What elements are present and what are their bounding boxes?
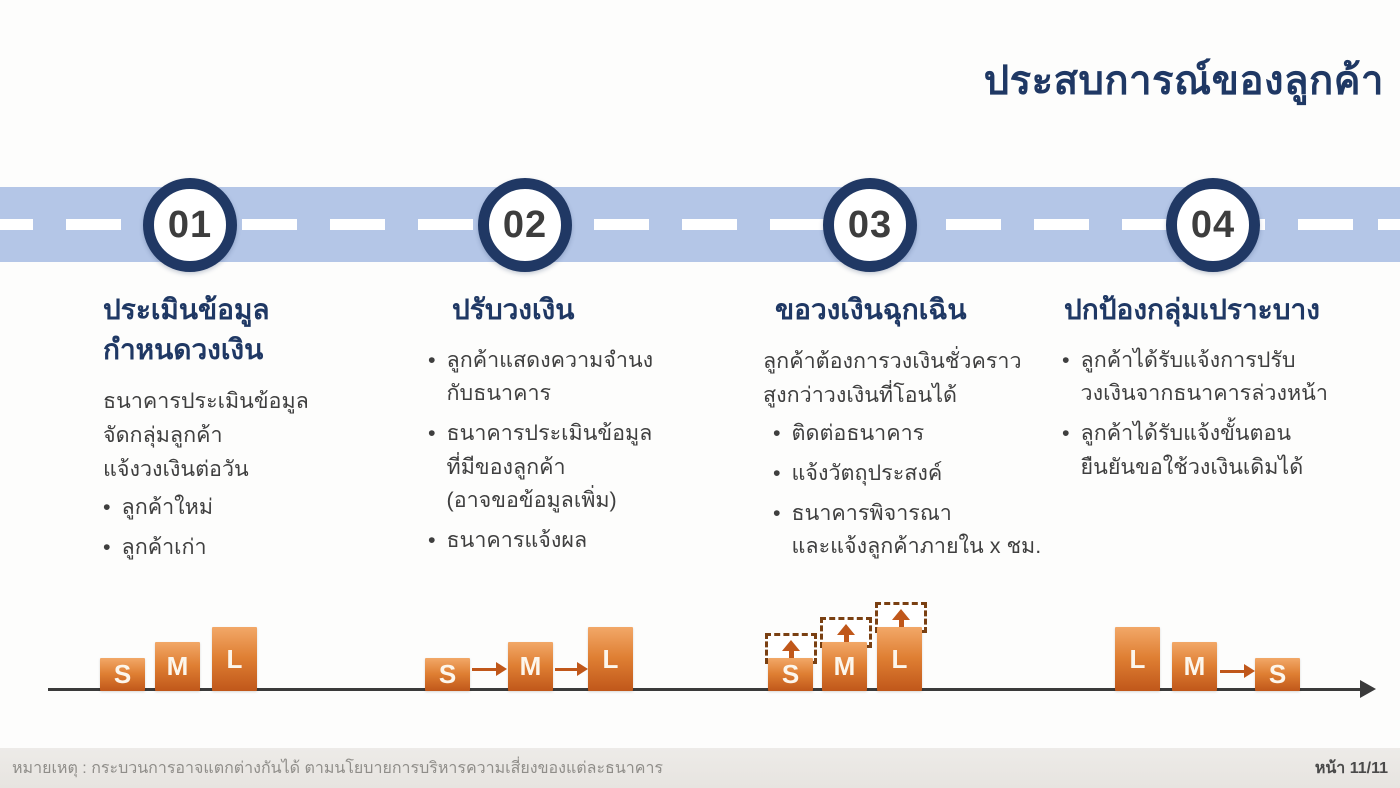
size-box-m: M [1172,642,1217,691]
step-title: ประเมินข้อมูล กำหนดวงเงิน [103,294,270,365]
step-number: 02 [502,203,548,246]
bullet-item: • ธนาคารประเมินข้อมูล ที่มีของลูกค้า (อา… [428,417,693,517]
size-box-label: L [226,643,243,674]
bullet-item: • ติดต่อธนาคาร [773,417,1068,450]
bullet-text: ธนาคารพิจารณา และแจ้งลูกค้าภายใน x ชม. [791,501,1042,559]
up-arrow-icon [892,608,910,627]
bullet-text: แจ้งวัตถุประสงค์ [791,460,943,485]
size-box-label: S [1268,659,1287,689]
bullet-dot: • [1062,347,1070,372]
bullet-list: • ลูกค้าใหม่ • ลูกค้าเก่า [103,491,363,565]
step-title: ขอวงเงินฉุกเฉิน [775,294,967,325]
size-box-s: S [100,658,145,691]
bullet-text: ลูกค้าได้รับแจ้งขั้นตอน ยืนยันขอใช้วงเงิ… [1080,421,1304,479]
bullet-dot: • [103,494,111,519]
bullet-text: ธนาคารประเมินข้อมูล ที่มีของลูกค้า (อาจข… [446,421,653,512]
step-number: 01 [167,203,213,246]
step-column-3: ขอวงเงินฉุกเฉิน ลูกค้าต้องการวงเงินชั่วค… [763,290,1068,571]
timeline-step-circle-1: 01 [143,178,237,272]
bullet-text: ลูกค้าแสดงความจำนง กับธนาคาร [446,347,654,406]
bullet-text: ติดต่อธนาคาร [791,420,925,445]
size-box-l: L [588,627,633,691]
timeline-step-circle-3: 03 [823,178,917,272]
bullet-item: • ลูกค้าได้รับแจ้งการปรับ วงเงินจากธนาคา… [1062,344,1362,411]
size-box-l: L [212,627,257,691]
bullet-list: • ลูกค้าได้รับแจ้งการปรับ วงเงินจากธนาคา… [1062,344,1362,484]
step-intro: ธนาคารประเมินข้อมูล จัดกลุ่มลูกค้า แจ้งว… [103,388,309,482]
timeline-dashed-line [0,219,1400,230]
bullet-text: ลูกค้าใหม่ [121,494,214,519]
size-diagram: S M L S M L S M L L M S [0,598,1400,708]
right-arrow-icon [472,662,507,676]
up-arrow-icon [782,639,800,658]
timeline-step-circle-4: 04 [1166,178,1260,272]
bullet-item: • ธนาคารแจ้งผล [428,524,693,557]
step-column-2: ปรับวงเงิน • ลูกค้าแสดงความจำนง กับธนาคา… [428,290,693,565]
size-box-label: M [519,651,542,681]
size-box-s: S [425,658,470,691]
bullet-dot: • [103,534,111,559]
size-box-label: L [891,643,908,674]
bullet-text: ลูกค้าเก่า [121,534,207,559]
timeline-step-circle-2: 02 [478,178,572,272]
bullet-dot: • [428,528,436,553]
step-title: ปกป้องกลุ่มเปราะบาง [1064,294,1320,325]
size-box-l: L [877,627,922,691]
size-box-label: M [166,651,189,681]
size-box-label: L [602,643,619,674]
page-number: หน้า 11/11 [1314,759,1388,777]
bullet-dot: • [773,501,781,526]
footer-bar: หมายเหตุ : กระบวนการอาจแตกต่างกันได้ ตาม… [0,748,1400,788]
size-box-label: S [438,659,457,689]
bullet-item: • ธนาคารพิจารณา และแจ้งลูกค้าภายใน x ชม. [773,497,1068,564]
size-box-label: S [781,659,800,689]
bullet-dot: • [1062,421,1070,446]
bullet-text: ธนาคารแจ้งผล [446,528,588,553]
bullet-item: • ลูกค้าใหม่ [103,491,363,524]
step-intro: ลูกค้าต้องการวงเงินชั่วคราว สูงกว่าวงเงิ… [763,348,1022,408]
size-box-label: S [113,659,132,689]
step-title: ปรับวงเงิน [452,294,575,325]
up-arrow-icon [837,623,855,642]
size-box-s: S [1255,658,1300,691]
bullet-text: ลูกค้าได้รับแจ้งการปรับ วงเงินจากธนาคารล… [1080,347,1328,406]
bullet-dot: • [773,460,781,485]
axis-arrow-icon [1360,680,1376,698]
page-title: ประสบการณ์ของลูกค้า [983,59,1384,103]
size-box-label: M [833,651,856,681]
axis-line [48,680,1376,698]
size-box-s: S [768,658,813,691]
size-box-m: M [822,642,867,691]
right-arrow-icon [555,662,588,676]
size-box-m: M [508,642,553,691]
bullet-dot: • [428,421,436,446]
bullet-dot: • [428,347,436,372]
size-box-l: L [1115,627,1160,691]
bullet-dot: • [773,420,781,445]
bullet-item: • ลูกค้าแสดงความจำนง กับธนาคาร [428,344,693,411]
bullet-list: • ติดต่อธนาคาร • แจ้งวัตถุประสงค์ • ธนาค… [773,417,1068,564]
step-number: 03 [847,203,893,246]
footnote: หมายเหตุ : กระบวนการอาจแตกต่างกันได้ ตาม… [12,759,664,777]
step-column-1: ประเมินข้อมูล กำหนดวงเงิน ธนาคารประเมินข… [103,290,363,571]
size-box-label: L [1129,643,1146,674]
bullet-item: • ลูกค้าได้รับแจ้งขั้นตอน ยืนยันขอใช้วงเ… [1062,417,1362,484]
size-box-m: M [155,642,200,691]
bullet-list: • ลูกค้าแสดงความจำนง กับธนาคาร • ธนาคารป… [428,344,693,558]
bullet-item: • ลูกค้าเก่า [103,531,363,564]
bullet-item: • แจ้งวัตถุประสงค์ [773,457,1068,490]
step-column-4: ปกป้องกลุ่มเปราะบาง • ลูกค้าได้รับแจ้งกา… [1062,290,1362,491]
size-box-label: M [1183,651,1206,681]
step-number: 04 [1190,203,1236,246]
right-arrow-icon [1220,664,1255,678]
